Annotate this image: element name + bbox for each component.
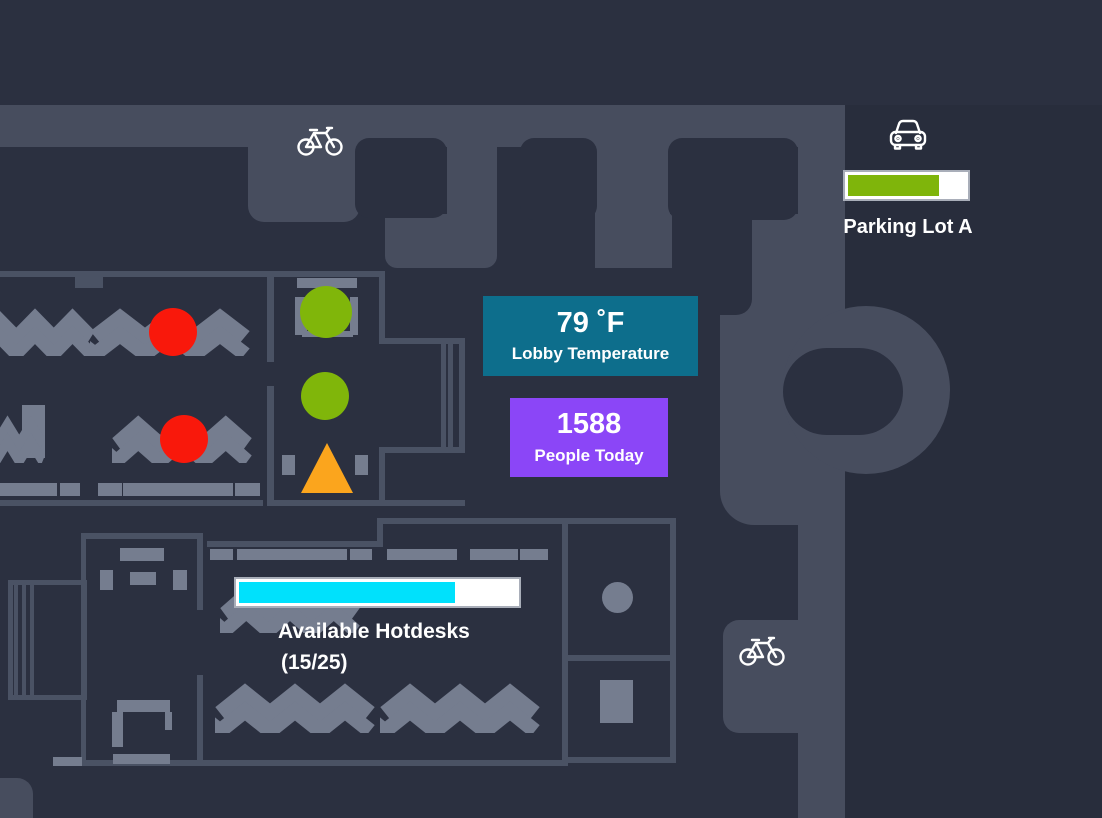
lobby-temperature-label: Lobby Temperature (511, 344, 670, 364)
bicycle-icon (296, 123, 344, 157)
chair (282, 455, 295, 475)
desk-cluster-zigzag (380, 683, 540, 733)
status-marker-triangle[interactable] (301, 443, 353, 493)
road-stub-a-wide (385, 214, 497, 268)
road-bike-bay-south (723, 620, 808, 733)
status-marker-circle[interactable] (301, 372, 349, 420)
lobby-temperature-card: 79 ˚F Lobby Temperature (483, 296, 698, 376)
wall (267, 277, 274, 362)
table (117, 700, 170, 712)
block-b (520, 138, 597, 220)
table (520, 549, 548, 560)
roundabout-island (783, 348, 903, 435)
wall (562, 524, 568, 763)
wall (379, 447, 465, 453)
wall (562, 655, 676, 661)
stair-line (30, 585, 34, 695)
bicycle-icon (738, 633, 786, 667)
wall (441, 344, 446, 448)
status-marker-circle[interactable] (160, 415, 208, 463)
people-today-label: People Today (534, 445, 644, 465)
parking-progress-fill (848, 175, 940, 196)
table (0, 483, 57, 496)
wall (81, 533, 86, 766)
lobby-temperature-value: 79 ˚F (556, 306, 625, 339)
round-table (602, 582, 633, 613)
wall (81, 533, 203, 539)
hotdesks-title: Available Hotdesks (278, 620, 470, 643)
wall (207, 541, 383, 547)
table (350, 297, 358, 335)
people-today-value: 1588 (556, 408, 622, 441)
block-c-tongue (672, 150, 752, 315)
table (113, 754, 170, 764)
cabinet (600, 680, 633, 723)
table (237, 549, 347, 560)
table (297, 278, 357, 288)
road-stub-b (595, 118, 670, 218)
table (235, 483, 260, 496)
table (350, 549, 372, 560)
road-corner-southwest (0, 778, 33, 818)
wall (0, 500, 263, 506)
desk-cluster-zigzag (0, 308, 95, 356)
road-stub-a (447, 118, 497, 230)
table (387, 549, 457, 560)
wall (448, 344, 453, 448)
hotdesks-progress-bar (234, 577, 521, 608)
table (98, 483, 122, 496)
wall (377, 518, 383, 547)
hotdesks-count: (15/25) (281, 651, 348, 674)
wall (267, 500, 465, 506)
table (123, 483, 233, 496)
people-today-card: 1588 People Today (510, 398, 668, 477)
wall (379, 277, 385, 344)
table (60, 483, 80, 496)
table (53, 757, 82, 766)
chair (100, 570, 113, 590)
wall (267, 386, 274, 500)
table (165, 712, 172, 730)
status-marker-circle[interactable] (149, 308, 197, 356)
table (130, 572, 156, 585)
wall (203, 760, 568, 766)
wall (197, 675, 203, 766)
stair-line (14, 585, 18, 695)
chair (355, 455, 368, 475)
table (210, 549, 233, 560)
wall (379, 338, 465, 344)
hotdesks-progress-fill (239, 582, 456, 603)
wall (562, 757, 676, 763)
parking-progress-bar (843, 170, 970, 201)
table (120, 548, 164, 561)
table (112, 712, 123, 747)
parking-label: Parking Lot A (843, 216, 973, 238)
wall (0, 271, 385, 277)
car-icon (886, 116, 930, 154)
stair-line (22, 585, 26, 695)
road-bike-bay-north (248, 118, 360, 222)
wall (670, 524, 676, 763)
wall (197, 533, 203, 610)
wall (459, 338, 465, 453)
desk-cluster-zigzag (0, 415, 45, 463)
desk-cluster-zigzag (215, 683, 375, 733)
chair (173, 570, 187, 590)
table (470, 549, 518, 560)
block-a (355, 138, 447, 218)
wall (383, 518, 676, 524)
status-marker-circle[interactable] (300, 286, 352, 338)
wall-door-notch (75, 277, 103, 288)
wall (379, 453, 385, 506)
